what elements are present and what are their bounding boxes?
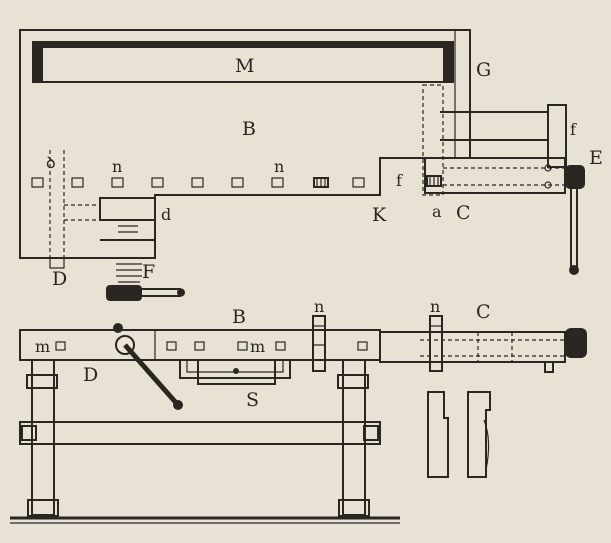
loose-dog-1 <box>427 391 449 478</box>
label-C-top: C <box>456 202 471 224</box>
vise-screw-f <box>106 257 185 301</box>
tool-tray-edge <box>33 42 453 48</box>
front-view: B n n C m m D S <box>10 297 587 524</box>
label-n-2: n <box>274 157 284 176</box>
plan-view: ꝺ <box>19 29 603 301</box>
label-B-top: B <box>242 118 256 140</box>
label-F: F <box>142 261 155 283</box>
label-D-bottom: D <box>83 364 98 386</box>
label-C-bottom: C <box>476 301 491 323</box>
loose-dog-2 <box>467 391 491 478</box>
label-K: K <box>372 204 387 226</box>
drawer <box>179 360 291 379</box>
label-f-top: f <box>570 120 577 139</box>
dog-holes-row <box>31 177 365 188</box>
stretcher <box>19 421 381 445</box>
tail-vise-plan <box>422 84 585 275</box>
label-G: G <box>476 59 491 81</box>
label-f-mid: f <box>396 171 403 190</box>
tool-tray-end-left <box>33 42 43 82</box>
bench-dog-1 <box>312 315 326 372</box>
bench-top-outline <box>19 29 471 259</box>
label-D-top: D <box>52 268 67 290</box>
label-n-4: n <box>430 297 440 316</box>
label-m-1: m <box>35 337 50 356</box>
label-m-2: m <box>250 337 265 356</box>
label-d: d <box>161 205 171 224</box>
dog-marker: ꝺ <box>46 153 56 172</box>
label-M: M <box>235 55 254 77</box>
vise-block <box>99 197 156 221</box>
label-E: E <box>589 147 603 169</box>
tool-tray-end-right <box>443 42 453 82</box>
leg-right <box>342 359 366 516</box>
bench-dog-2 <box>429 315 443 372</box>
label-B-bottom: B <box>232 306 246 328</box>
label-S: S <box>246 389 259 411</box>
label-n-1: n <box>112 157 122 176</box>
label-a: a <box>432 202 442 221</box>
label-n-3: n <box>314 297 324 316</box>
left-vise-plan: ꝺ <box>46 150 156 269</box>
